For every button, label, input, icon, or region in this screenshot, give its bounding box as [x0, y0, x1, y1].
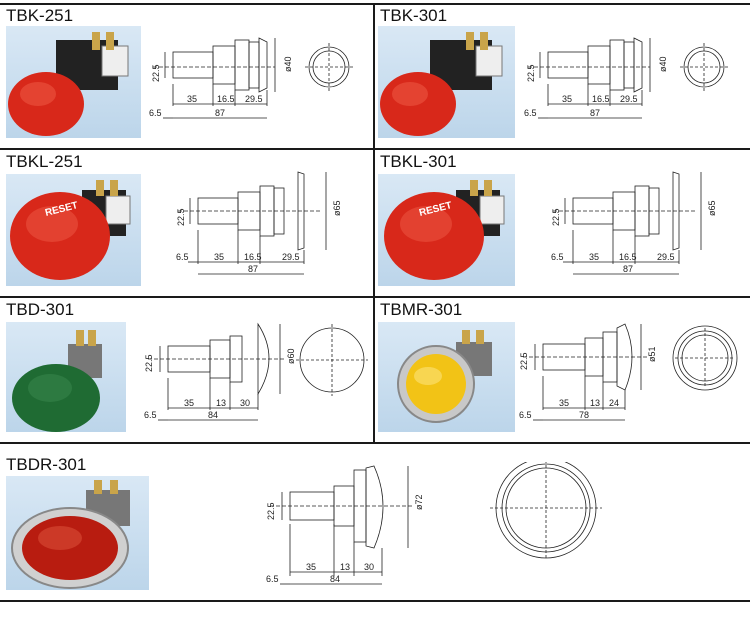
dim-total: 78	[579, 410, 589, 420]
dim-d1: 35	[184, 398, 194, 408]
dim-d2: 16.5	[592, 94, 610, 104]
dim-diameter: ø40	[658, 56, 668, 72]
dim-diameter: ø60	[286, 348, 296, 364]
dim-offset: 6.5	[176, 252, 189, 262]
dim-d1: 35	[214, 252, 224, 262]
grid-line	[0, 148, 750, 150]
dim-d2: 16.5	[244, 252, 262, 262]
dim-total: 84	[208, 410, 218, 420]
product-photo: RESET	[378, 174, 515, 286]
dim-d3: 30	[240, 398, 250, 408]
dimension-drawing: 22.5 ø40 35 16.5 29.5 6.5 87	[520, 22, 745, 146]
dim-diameter: ø65	[332, 200, 342, 216]
product-photo	[6, 476, 149, 590]
dim-offset: 6.5	[519, 410, 532, 420]
dim-d1: 35	[559, 398, 569, 408]
dim-total: 87	[215, 108, 225, 118]
model-title: TBKL-251	[6, 152, 83, 171]
dim-total: 87	[590, 108, 600, 118]
product-photo	[378, 26, 515, 138]
dim-height: 22.5	[526, 64, 536, 82]
grid-line	[0, 442, 750, 444]
model-title: TBDR-301	[6, 455, 87, 474]
dimension-drawing: 22.5 ø60 35 13 30 6.5 84	[140, 318, 372, 440]
dim-d2: 16.5	[217, 94, 235, 104]
dim-height: 22.5	[551, 208, 561, 226]
dim-height: 22.5	[176, 208, 186, 226]
product-photo: RESET	[6, 174, 141, 286]
dim-height: 22.5	[266, 502, 276, 520]
dim-d2: 13	[216, 398, 226, 408]
product-photo	[6, 322, 126, 432]
dim-d3: 24	[609, 398, 619, 408]
dim-offset: 6.5	[551, 252, 564, 262]
dim-d3: 30	[364, 562, 374, 572]
dim-d2: 13	[340, 562, 350, 572]
product-photo	[378, 322, 515, 432]
dimension-drawing: 22.5 ø65 35 16.5 29.5 6.5 87	[545, 168, 745, 292]
model-title: TBD-301	[6, 300, 75, 319]
dim-d3: 29.5	[620, 94, 638, 104]
grid-line	[0, 296, 750, 298]
dim-d2: 16.5	[619, 252, 637, 262]
dimension-drawing: 22.5 ø51 35 13 24 6.5 78	[515, 318, 747, 440]
model-title: TBKL-301	[380, 152, 457, 171]
dim-offset: 6.5	[266, 574, 279, 584]
dim-total: 87	[623, 264, 633, 274]
grid-line	[0, 3, 750, 5]
dimension-drawing: 22.5 ø40 35 16.5 29.5 6.5 87	[145, 22, 370, 146]
dim-diameter: ø65	[707, 200, 717, 216]
dim-d3: 29.5	[245, 94, 263, 104]
dim-d3: 29.5	[282, 252, 300, 262]
dim-height: 22.5	[144, 354, 154, 372]
dim-diameter: ø51	[647, 346, 657, 362]
model-title: TBK-251	[6, 6, 74, 25]
dimension-drawing: 22.5 ø65 35 16.5 29.5 6.5 87	[170, 168, 370, 292]
grid-line	[373, 3, 375, 444]
dim-total: 84	[330, 574, 340, 584]
dim-d1: 35	[187, 94, 197, 104]
dim-diameter: ø72	[414, 494, 424, 510]
dim-total: 87	[248, 264, 258, 274]
product-photo	[6, 26, 141, 138]
model-title: TBMR-301	[380, 300, 463, 319]
dim-d1: 35	[306, 562, 316, 572]
dim-d2: 13	[590, 398, 600, 408]
dim-d1: 35	[562, 94, 572, 104]
dim-height: 22.5	[519, 352, 529, 370]
dim-d1: 35	[589, 252, 599, 262]
dim-d3: 29.5	[657, 252, 675, 262]
dim-height: 22.5	[151, 64, 161, 82]
model-title: TBK-301	[380, 6, 448, 25]
dim-offset: 6.5	[524, 108, 537, 118]
grid-line	[0, 600, 750, 602]
dimension-drawing: 22.5 ø72 35 13 30 6.5 84	[262, 462, 607, 596]
dim-offset: 6.5	[144, 410, 157, 420]
dim-diameter: ø40	[283, 56, 293, 72]
dim-offset: 6.5	[149, 108, 162, 118]
